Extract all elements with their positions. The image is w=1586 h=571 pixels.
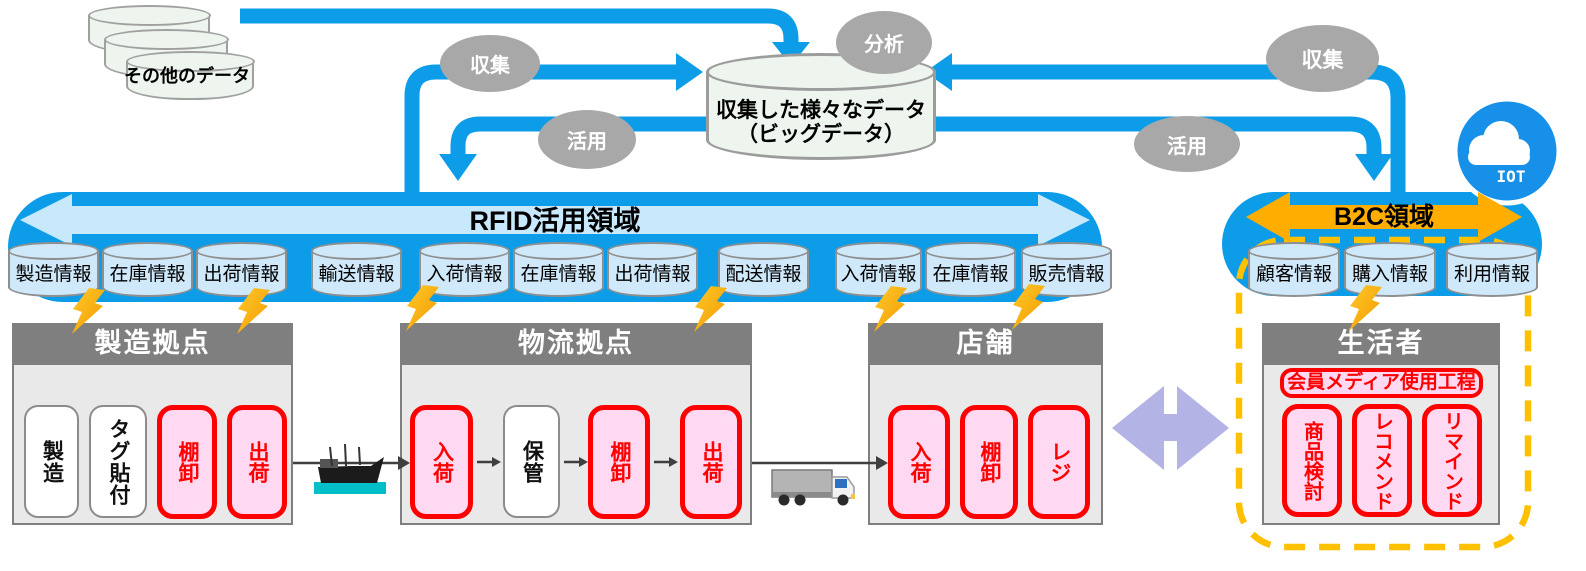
iot-icon: IOT — [1452, 96, 1562, 206]
other-data-cylinder — [125, 51, 255, 100]
section-manufacturing-title: 製造拠点 — [12, 323, 293, 363]
b2c-use-line — [936, 116, 1382, 156]
process-step-rfid: 出荷 — [680, 405, 742, 519]
use-ellipse-right: 活用 — [1134, 116, 1240, 172]
section-store-title: 店舗 — [868, 323, 1103, 363]
process-step-rfid: 棚卸 — [960, 405, 1018, 519]
arrowhead-left-collect — [925, 53, 952, 91]
process-step: 保管 — [503, 405, 560, 518]
process-step-rfid: リマインド — [1422, 404, 1482, 517]
process-step-rfid: レコメンド — [1352, 404, 1412, 517]
b2c-cylinder: 購入情報 — [1344, 242, 1436, 297]
lightning-icon — [1012, 284, 1045, 330]
arrowhead-right-collect — [676, 53, 703, 91]
rfid-cylinder: 在庫情報 — [925, 242, 1016, 297]
collect-ellipse-left: 収集 — [440, 35, 540, 92]
process-step-rfid: 棚卸 — [157, 405, 217, 519]
process-step-rfid: レジ — [1028, 405, 1090, 519]
process-step: 製造 — [24, 405, 79, 518]
rfid-cylinder: 在庫情報 — [102, 242, 193, 297]
lightning-icon — [237, 288, 270, 334]
collect-ellipse-right: 収集 — [1266, 25, 1379, 92]
rfid-collect-line — [404, 64, 676, 196]
rfid-cylinder: 出荷情報 — [607, 242, 698, 297]
bigdata-label-line2: （ビッグデータ） — [737, 123, 905, 146]
lightning-icon — [406, 285, 439, 331]
other-data-label: その他のデータ — [124, 66, 250, 86]
rfid-double-arrow-icon — [20, 194, 1090, 246]
iot-label: IOT — [1497, 167, 1526, 186]
arrowhead-down-rfid-use — [439, 154, 477, 181]
lightning-icon — [694, 286, 727, 332]
rfid-cylinder: 輸送情報 — [311, 242, 402, 297]
rfid-use-line — [450, 116, 706, 156]
process-step: タグ貼付 — [89, 405, 147, 518]
bigdata-label-line1: 収集した様々なデータ — [716, 99, 926, 122]
process-step-rfid: 商品検討 — [1282, 404, 1342, 517]
rfid-cylinder: 配送情報 — [718, 242, 809, 297]
arrowhead-down-b2c-use — [1355, 154, 1393, 181]
ship-icon — [314, 443, 386, 494]
process-step-rfid: 入荷 — [888, 405, 950, 519]
use-ellipse-left: 活用 — [538, 110, 636, 169]
analyze-ellipse: 分析 — [836, 11, 932, 74]
section-consumer-title: 生活者 — [1262, 323, 1500, 363]
b2c-cylinder: 顧客情報 — [1248, 242, 1340, 297]
b2c-bar-title: B2C領域 — [1333, 203, 1434, 231]
lightning-icons — [72, 284, 1382, 334]
rfid-cylinder: 在庫情報 — [513, 242, 604, 297]
b2c-double-arrow-icon — [1246, 192, 1522, 242]
member-media-banner: 会員メディア使用工程 — [1280, 368, 1483, 398]
lightning-icon — [72, 288, 105, 334]
other-data-to-bigdata-line — [240, 8, 799, 44]
rfid-cylinder: 製造情報 — [8, 242, 99, 297]
process-step-rfid: 棚卸 — [588, 405, 650, 519]
process-step-rfid: 入荷 — [410, 405, 473, 519]
lightning-icon — [1349, 285, 1382, 331]
lightning-icon — [874, 286, 907, 332]
truck-icon — [771, 469, 855, 506]
rfid-cylinder: 入荷情報 — [835, 242, 922, 297]
section-logistics-title: 物流拠点 — [400, 323, 752, 363]
store-consumer-double-arrow-icon — [1112, 386, 1229, 470]
connector-arrowheads — [398, 456, 888, 470]
b2c-cylinder: 利用情報 — [1446, 242, 1538, 297]
process-step-rfid: 出荷 — [227, 405, 287, 519]
rfid-cylinder: 出荷情報 — [196, 242, 287, 297]
rfid-bar-title: RFID活用領域 — [469, 206, 641, 236]
